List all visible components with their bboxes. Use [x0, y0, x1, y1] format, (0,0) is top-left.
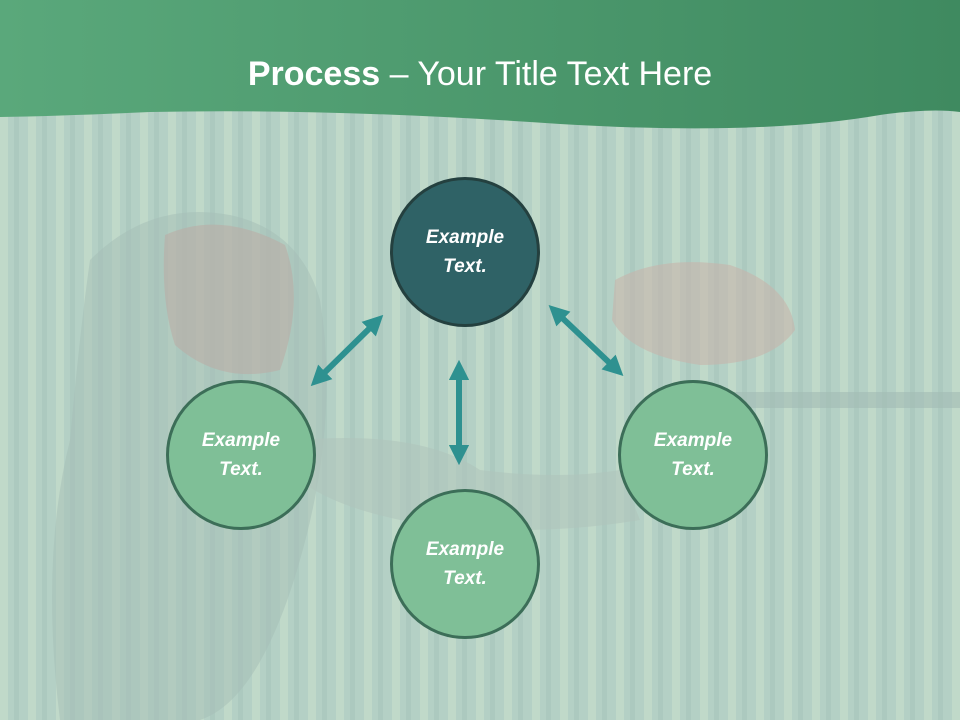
node-text-line1: Example [201, 430, 281, 451]
node-text-line1: Example [425, 227, 505, 248]
title-rest: – Your Title Text Here [380, 55, 713, 93]
double-arrow-icon [548, 304, 624, 377]
node-text-line1: Example [653, 430, 733, 451]
title-bold: Process [247, 55, 381, 93]
node-text-line2: Text. [671, 459, 715, 480]
node-text-line1: Example [425, 539, 505, 560]
slide-title: Process – Your Title Text Here [0, 52, 960, 96]
node-text-line2: Text. [443, 256, 487, 277]
node-text-line2: Text. [219, 459, 263, 480]
node-text-line2: Text. [443, 568, 487, 589]
double-arrow-icon [310, 314, 384, 387]
